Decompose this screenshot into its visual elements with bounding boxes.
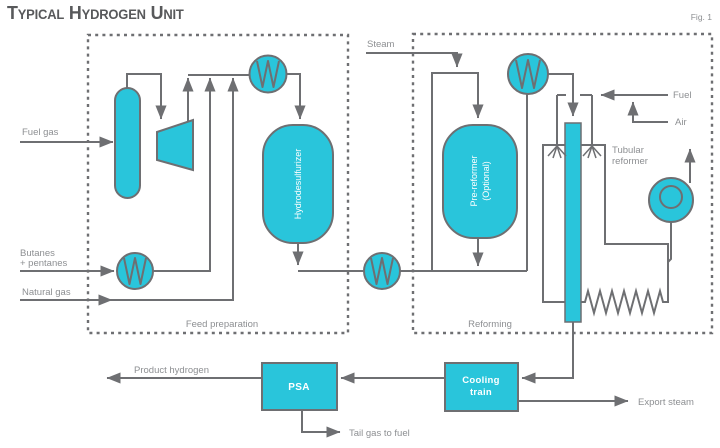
natural-gas-label: Natural gas	[22, 287, 71, 298]
tubular-reformer-firebox	[542, 144, 669, 317]
fuel-gas-drum	[114, 87, 141, 199]
steam-line	[366, 52, 463, 68]
reformer-feed-line	[431, 72, 484, 271]
steam-label: Steam	[367, 39, 395, 50]
burner-fuel-header-line	[556, 94, 593, 145]
psa-label: PSA	[288, 382, 309, 393]
figure-label: Fig. 1	[690, 12, 712, 22]
butanes-heat-exchanger-icon	[116, 252, 154, 290]
pre-reformer-label-1: Pre-reformer	[469, 155, 479, 206]
compressor	[156, 118, 194, 172]
pre-reformer-vessel	[442, 124, 518, 239]
hydrodesulfurizer-vessel	[262, 124, 334, 244]
feed-preparation-section-label: Feed preparation	[186, 319, 258, 330]
fuel-gas-label: Fuel gas	[22, 127, 59, 138]
pre-reformer-label-2: (Optional)	[481, 161, 491, 201]
tubular-reformer-label-1: Tubular	[612, 145, 644, 156]
reformer-catalyst-tube	[564, 122, 582, 323]
butanes-riser-line	[153, 77, 216, 272]
natural-gas-riser-line	[112, 77, 239, 301]
burner-icon	[547, 145, 602, 159]
drum-to-compressor-line	[126, 73, 167, 120]
page-title: TypicalHydrogenUnit	[7, 2, 184, 23]
reformer-effluent-line	[521, 322, 574, 384]
reforming-boundary	[411, 32, 714, 335]
tail-gas-label: Tail gas to fuel	[349, 428, 410, 439]
product-hydrogen-label: Product hydrogen	[134, 365, 209, 376]
tail-gas-line	[301, 410, 341, 438]
cooling-train-label-1: Cooling	[462, 375, 499, 386]
air-label: Air	[675, 117, 687, 128]
butanes-label-1: Butanes	[20, 248, 55, 259]
reforming-section-label: Reforming	[468, 319, 512, 330]
preheater-to-reformer-line	[548, 73, 579, 117]
interchanger-icon	[363, 252, 401, 290]
feed-preheater-icon	[248, 54, 288, 94]
flue-gas-fan-icon	[648, 177, 694, 223]
tubular-reformer-label-2: reformer	[612, 156, 648, 167]
hydrodesulfurizer-label: Hydrodesulfurizer	[293, 149, 303, 220]
butanes-label-2: + pentanes	[20, 258, 68, 269]
export-steam-label: Export steam	[638, 397, 694, 408]
cooling-train-box	[444, 362, 519, 412]
psa-box	[261, 362, 338, 411]
reformer-feed-preheater-icon	[507, 53, 549, 95]
air-line	[627, 101, 668, 123]
feed-preparation-boundary	[86, 33, 350, 335]
cooling-train-label-2: train	[470, 387, 492, 398]
preheater-to-hds-line	[286, 73, 306, 120]
fuel-label: Fuel	[673, 90, 691, 101]
